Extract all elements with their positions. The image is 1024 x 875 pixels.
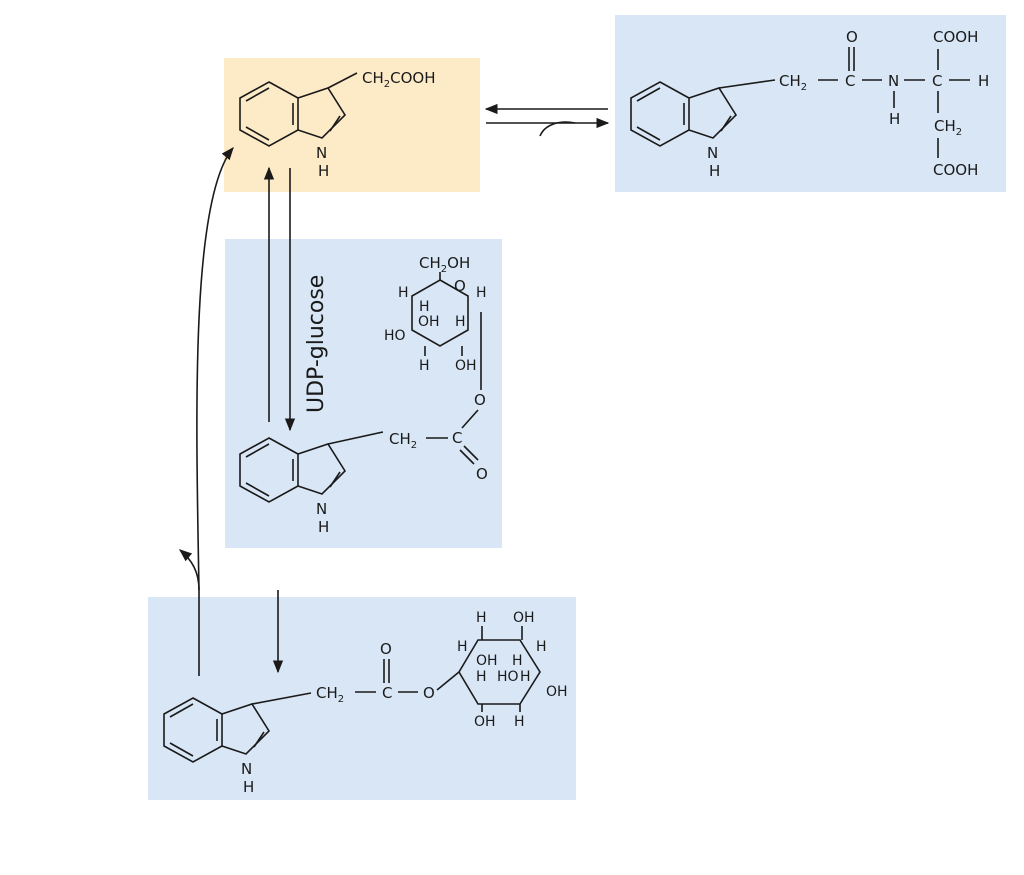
oh-label: OH	[418, 314, 440, 330]
carbonyl-o-label: O	[476, 465, 488, 483]
carbonyl-o-label: O	[380, 640, 392, 658]
h-label: H	[398, 285, 409, 301]
inositol-hydrolysis-arrow	[196, 147, 234, 591]
iaa-aspartate-box	[615, 15, 1006, 192]
carbonyl-c-label: C	[845, 72, 855, 90]
ch2-b-label: CH2	[934, 117, 962, 138]
ch2oh-label: CH2OH	[419, 254, 470, 275]
iaa-glucose-structure: CH2OH O H H H HO OH H H OH O C O CH2	[239, 254, 488, 536]
iaa-inositol-box	[148, 597, 576, 800]
indole-n-label: N	[241, 760, 252, 778]
indole-h-label: H	[318, 518, 329, 536]
reagent-label: UDP-glucose	[304, 275, 329, 413]
cooh-top-label: COOH	[933, 28, 978, 46]
ester-c-label: C	[382, 684, 392, 702]
indole-n-label: N	[316, 144, 327, 162]
ho-label: HO	[497, 669, 519, 685]
alpha-h-label: H	[978, 72, 989, 90]
h-label: H	[514, 714, 525, 730]
indole-ring	[630, 79, 776, 147]
ester-c-label: C	[452, 429, 462, 447]
oh-label: OH	[455, 358, 477, 374]
side-chain-label: CH2COOH	[362, 69, 436, 90]
h-label: H	[512, 653, 523, 669]
h-label: H	[476, 285, 487, 301]
indole-h-label: H	[709, 162, 720, 180]
indole-ring	[239, 72, 358, 147]
iaa-glucose-box	[225, 239, 502, 548]
cosubstrate-hook	[539, 121, 576, 137]
indole-ring	[239, 431, 384, 503]
h-label: H	[476, 669, 487, 685]
h-label: H	[476, 610, 487, 626]
cooh-bottom-label: COOH	[933, 161, 978, 179]
h-label: H	[536, 639, 547, 655]
ester-o-label: O	[423, 684, 435, 702]
h-label: H	[455, 314, 466, 330]
h-label: H	[419, 358, 430, 374]
ch2-label: CH2	[316, 684, 344, 705]
ho-label: HO	[384, 328, 406, 344]
oh-label: OH	[546, 684, 568, 700]
h-label: H	[520, 669, 531, 685]
free-iaa-box	[224, 58, 480, 192]
indole-h-label: H	[243, 778, 254, 796]
ch2-label: CH2	[389, 430, 417, 451]
ring-o-label: O	[454, 277, 466, 295]
h-label: H	[419, 299, 430, 315]
ester-o-label: O	[474, 391, 486, 409]
oh-label: OH	[513, 610, 535, 626]
oh-label: OH	[474, 714, 496, 730]
indole-n-label: N	[707, 144, 718, 162]
ch2-label: CH2	[779, 72, 807, 93]
iaa-inositol-structure: N H CH2 C O O H OH H OH H H H HO H OH OH…	[163, 610, 568, 796]
h-label: H	[457, 639, 468, 655]
amide-h-label: H	[889, 110, 900, 128]
indole-h-label: H	[318, 162, 329, 180]
free-iaa-structure: CH2COOH N H	[239, 69, 436, 180]
indole-n-label: N	[316, 500, 327, 518]
oh-label: OH	[476, 653, 498, 669]
indole-ring	[163, 692, 312, 763]
amide-n-label: N	[888, 72, 899, 90]
iaa-aspartate-structure: N H CH2 C O N H C H COOH CH2 COOH	[630, 28, 989, 180]
alpha-c-label: C	[932, 72, 942, 90]
carbonyl-o-label: O	[846, 28, 858, 46]
